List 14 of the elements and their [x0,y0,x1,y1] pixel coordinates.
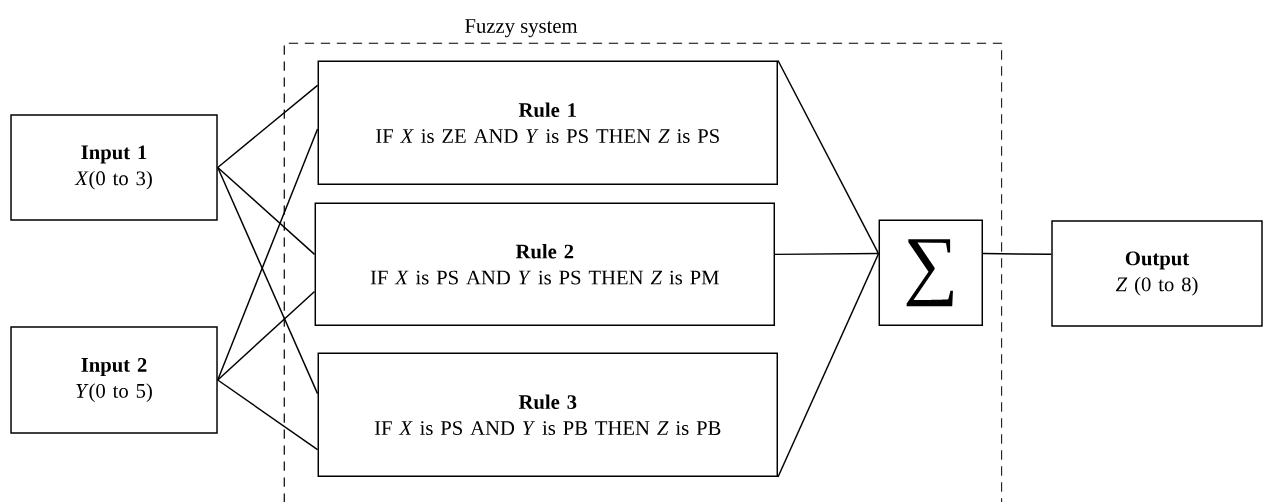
connector-line [774,252,880,256]
connector-line [777,252,880,478]
connector-line [982,252,1052,256]
sum-box: ∑ [878,219,983,326]
connector-line [217,166,316,256]
connector-line [217,84,319,169]
connector-line [217,290,316,381]
connector-line [217,128,319,381]
input-box: Input 2 Y(0 to 5) [10,326,218,434]
connector-line [217,379,319,451]
output-box: Output Z (0 to 8) [1051,220,1263,327]
connector-line [217,166,319,395]
connector-line [777,59,880,255]
input-box: Input 1 X(0 to 3) [10,114,218,221]
